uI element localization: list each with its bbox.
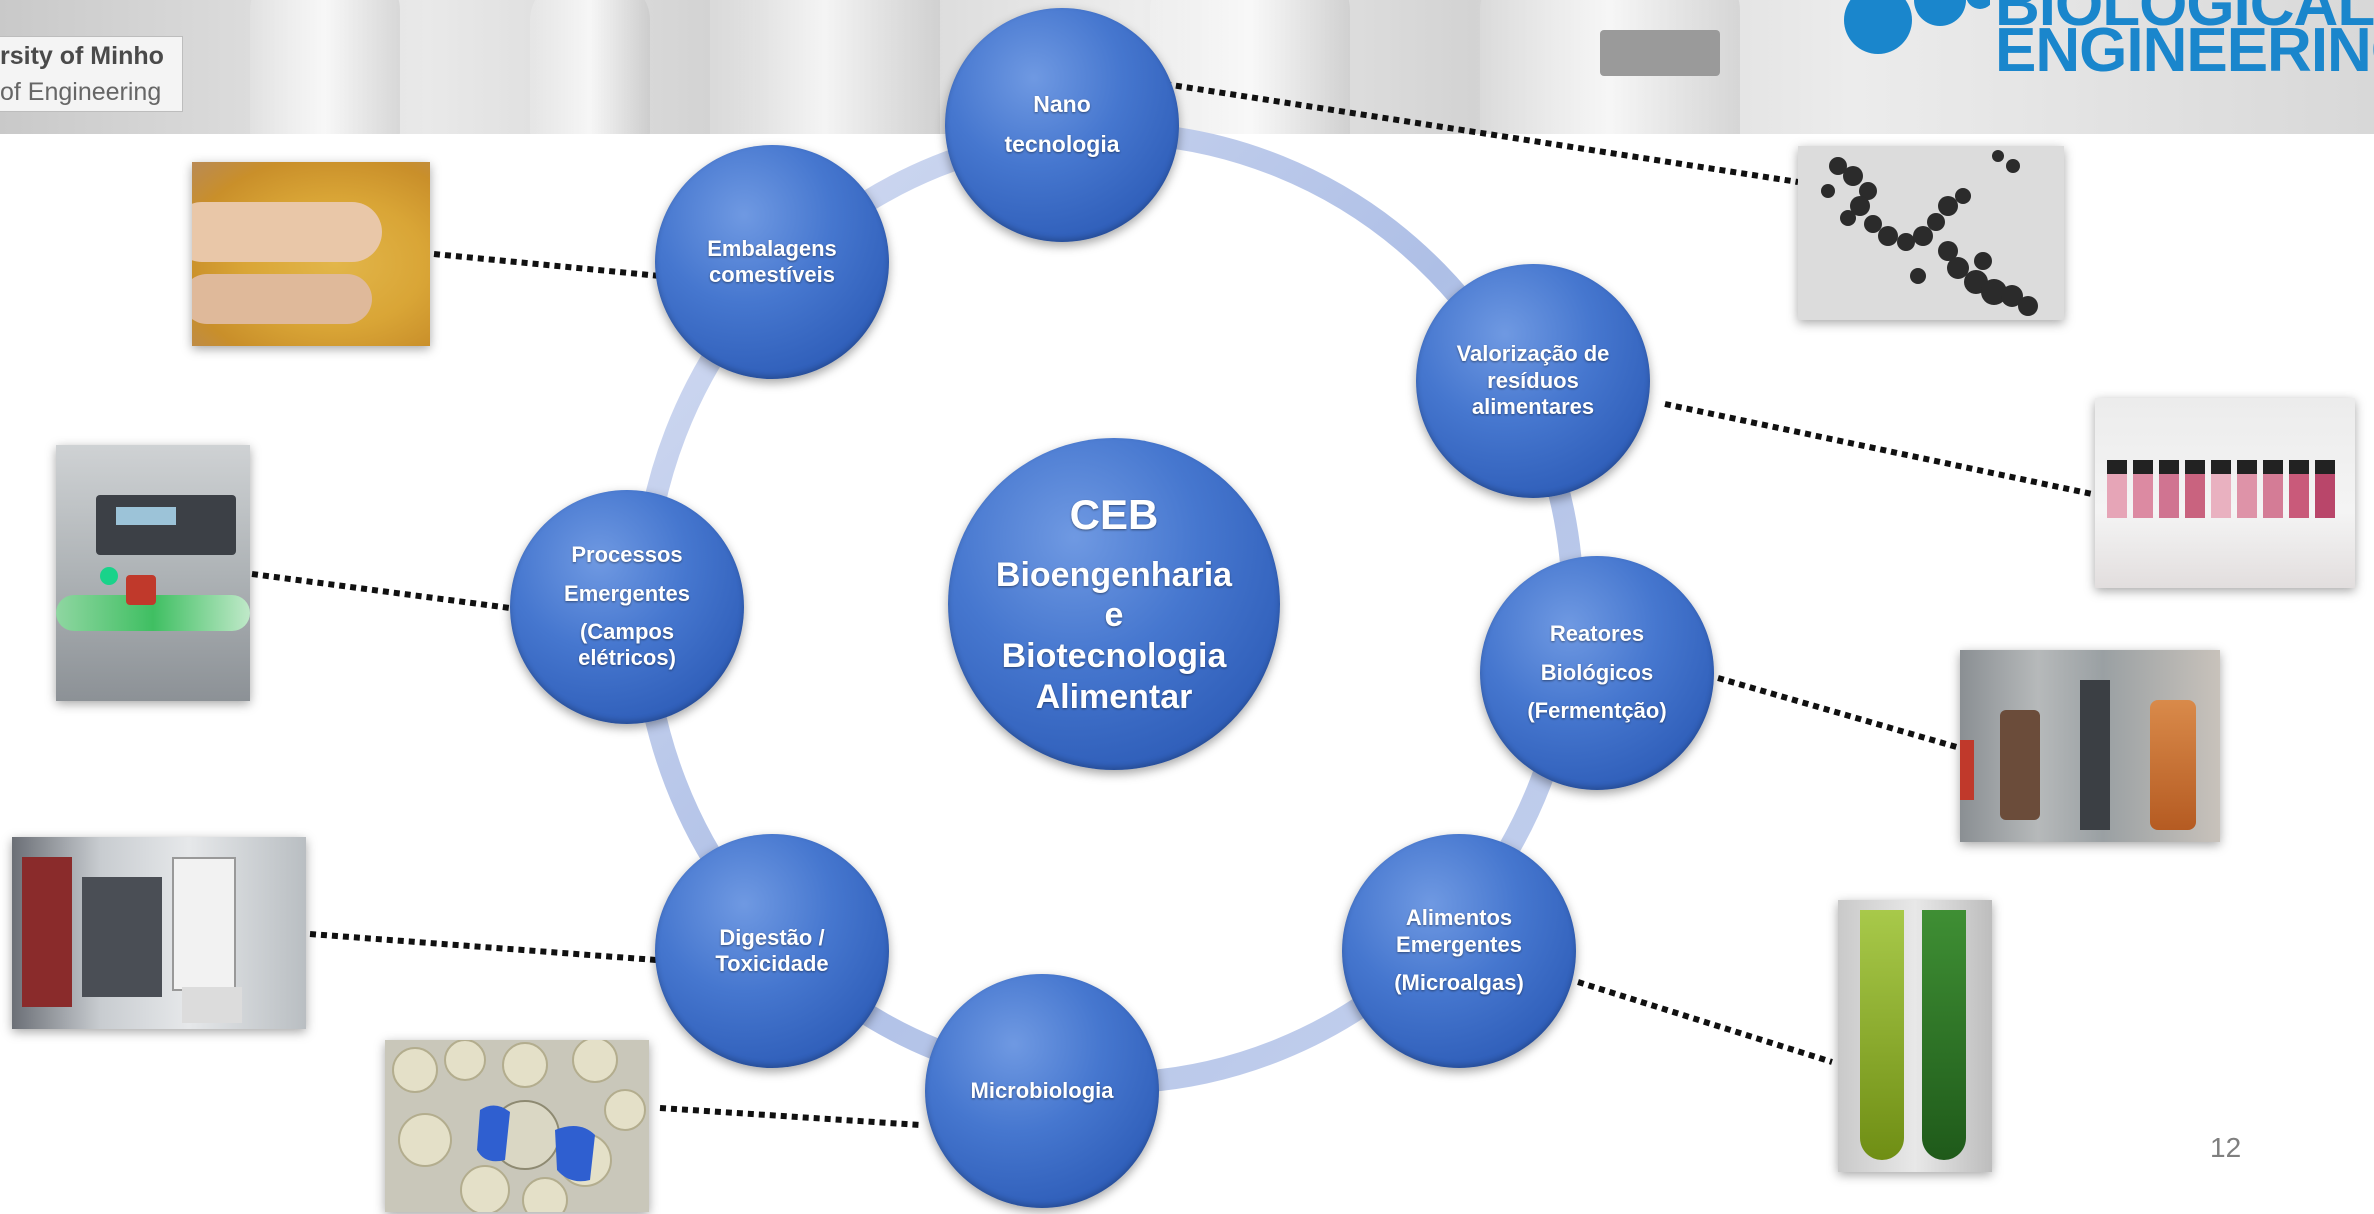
connector-valorizacao (1664, 401, 2093, 497)
petri-dishes-photo (385, 1040, 649, 1212)
node-reatores-line1: Reatores (1549, 621, 1645, 647)
page-number: 12 (2210, 1132, 2242, 1163)
node-processos-line1: Processos (571, 542, 683, 568)
center-title-line3: Biotecnologia (1001, 637, 1227, 676)
node-alimentos-line2: Emergentes (1396, 931, 1522, 957)
university-logo-box (0, 36, 183, 112)
node-valorizacao-residuos: Valorização de resíduos alimentares (1416, 264, 1650, 498)
lab-glassware-image (530, 0, 650, 134)
lab-glassware-image (250, 0, 400, 134)
node-valorizacao-line1: Valorização de (1456, 341, 1610, 367)
university-name: rsity of Minho (0, 42, 164, 70)
node-processos-line4: elétricos) (578, 645, 676, 671)
pink-vials-photo (2095, 398, 2355, 588)
school-name: of Engineering (0, 78, 162, 106)
node-processos-emergentes: Processos Emergentes (Campos elétricos) (510, 490, 744, 724)
connector-reatores (1717, 675, 1961, 751)
digestion-setup-photo (12, 837, 306, 1029)
node-valorizacao-line3: alimentares (1471, 394, 1595, 420)
node-embalagens-line2: comestíveis (709, 262, 835, 287)
connector-alimentos (1577, 979, 1833, 1065)
node-microbiologia: Microbiologia (925, 974, 1159, 1208)
center-title-line1: Bioengenharia (995, 555, 1233, 594)
node-reatores-line2: Biológicos (1540, 659, 1654, 685)
lab-glassware-image (1150, 0, 1350, 134)
center-title-line4: Alimentar (1035, 677, 1193, 716)
node-digestao-toxicidade: Digestão / Toxicidade (655, 834, 889, 1068)
center-node-ceb: CEB Bioengenharia e Biotecnologia Alimen… (948, 438, 1280, 770)
node-embalagens-comestiveis: Embalagens comestíveis (655, 145, 889, 379)
electric-field-equipment-photo (56, 445, 250, 701)
microalgae-tubes-photo (1838, 900, 1992, 1172)
node-alimentos-line1: Alimentos (1405, 905, 1513, 931)
node-processos-line3: (Campos (579, 619, 675, 644)
edible-film-photo (192, 162, 430, 346)
node-nano-line2: tecnologia (1004, 131, 1120, 157)
node-nano-line1: Nano (1033, 91, 1091, 118)
connector-processos (251, 571, 511, 611)
bioreactor-photo (1960, 650, 2220, 842)
node-microbiologia-line1: Microbiologia (970, 1077, 1114, 1103)
node-processos-line2: Emergentes (564, 580, 690, 606)
node-nanotecnologia: Nano tecnologia (945, 8, 1179, 242)
lab-glassware-image (710, 0, 940, 134)
center-title-line2: e (1104, 596, 1124, 635)
node-alimentos-line3: (Microalgas) (1394, 970, 1524, 996)
connector-microbiologia (659, 1105, 921, 1128)
logo-line-biological: BIOLOGICAL (1995, 0, 2374, 39)
center-acronym: CEB (1069, 491, 1159, 539)
node-reatores-line3: (Fermentção) (1527, 698, 1667, 724)
header-banner (0, 0, 2374, 134)
logo-line-engineering: ENGINEERING (1995, 16, 2374, 85)
tem-micrograph-photo (1798, 146, 2064, 320)
node-alimentos-emergentes: Alimentos Emergentes (Microalgas) (1342, 834, 1576, 1068)
node-valorizacao-line2: resíduos (1487, 367, 1579, 393)
connector-nano (1164, 81, 1799, 185)
node-embalagens-line1: Embalagens (707, 235, 837, 261)
connector-embalagens (433, 251, 661, 279)
connector-digestao (309, 931, 657, 963)
node-digestao-line2: Toxicidade (715, 951, 829, 976)
water-drop-logo-icon (1844, 0, 1990, 54)
bottle-cap-image (1600, 30, 1720, 76)
node-digestao-line1: Digestão / (719, 924, 825, 950)
node-reatores-biologicos: Reatores Biológicos (Fermentção) (1480, 556, 1714, 790)
